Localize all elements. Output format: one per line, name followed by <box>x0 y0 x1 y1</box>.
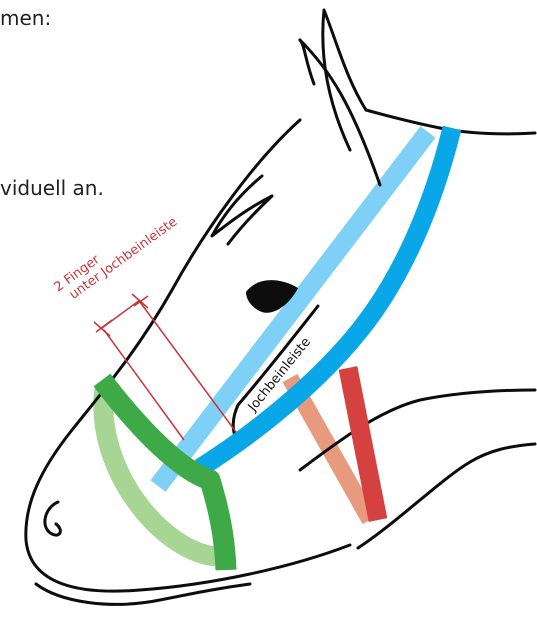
noseband-far-side <box>93 382 222 566</box>
headpiece-far-side <box>150 126 436 492</box>
two-finger-label: 2 Finger unter Jochbeinleiste <box>52 202 181 307</box>
throatlatch-near-side <box>338 366 388 522</box>
cropped-text-top: men: <box>0 6 52 30</box>
cropped-text-middle: viduell an. <box>0 176 104 200</box>
noseband-near-side <box>93 373 237 571</box>
headpiece-near-side <box>194 125 462 477</box>
horse-outline <box>24 8 537 606</box>
measurement-annotation <box>93 293 237 441</box>
